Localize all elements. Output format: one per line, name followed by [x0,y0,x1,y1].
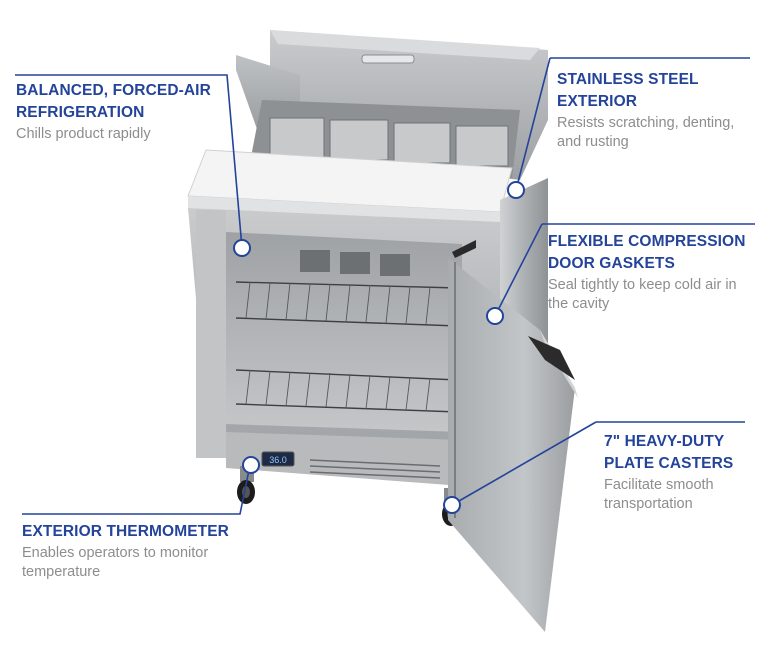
callout-desc: Chills product rapidly [16,126,151,142]
dot-exterior [507,181,525,199]
callout-title: BALANCED, FORCED-AIR REFRIGERATION [16,82,211,121]
open-door [448,240,578,632]
callout-exterior: STAINLESS STEEL EXTERIOR Resists scratch… [557,69,767,152]
svg-text:36.0: 36.0 [269,455,287,465]
callout-thermometer: EXTERIOR THERMOMETER Enables operators t… [22,521,272,582]
callout-title: FLEXIBLE COMPRESSION DOOR GASKETS [548,233,746,272]
callout-casters: 7" HEAVY-DUTY PLATE CASTERS Facilitate s… [604,431,764,514]
callout-leaders [15,57,755,515]
wire-shelves [235,281,459,413]
callout-title: 7" HEAVY-DUTY PLATE CASTERS [604,433,734,472]
thermometer-display: 36.0 [261,451,295,467]
callout-desc: Enables operators to monitor temperature [22,545,209,580]
callout-gaskets: FLEXIBLE COMPRESSION DOOR GASKETS Seal t… [548,231,768,314]
dot-thermometer [242,456,260,474]
callout-desc: Seal tightly to keep cold air in the cav… [548,277,737,312]
callout-dots [233,181,525,514]
dot-casters [443,496,461,514]
callout-refrigeration: BALANCED, FORCED-AIR REFRIGERATION Chill… [16,80,246,144]
food-pans [269,117,509,167]
unit-body: 36.0 [187,30,578,632]
dot-refrigeration [233,239,251,257]
callout-desc: Resists scratching, denting, and rusting [557,115,735,150]
callout-title: STAINLESS STEEL EXTERIOR [557,71,699,110]
callout-desc: Facilitate smooth transportation [604,477,714,512]
callout-title: EXTERIOR THERMOMETER [22,523,229,540]
dot-gaskets [486,307,504,325]
